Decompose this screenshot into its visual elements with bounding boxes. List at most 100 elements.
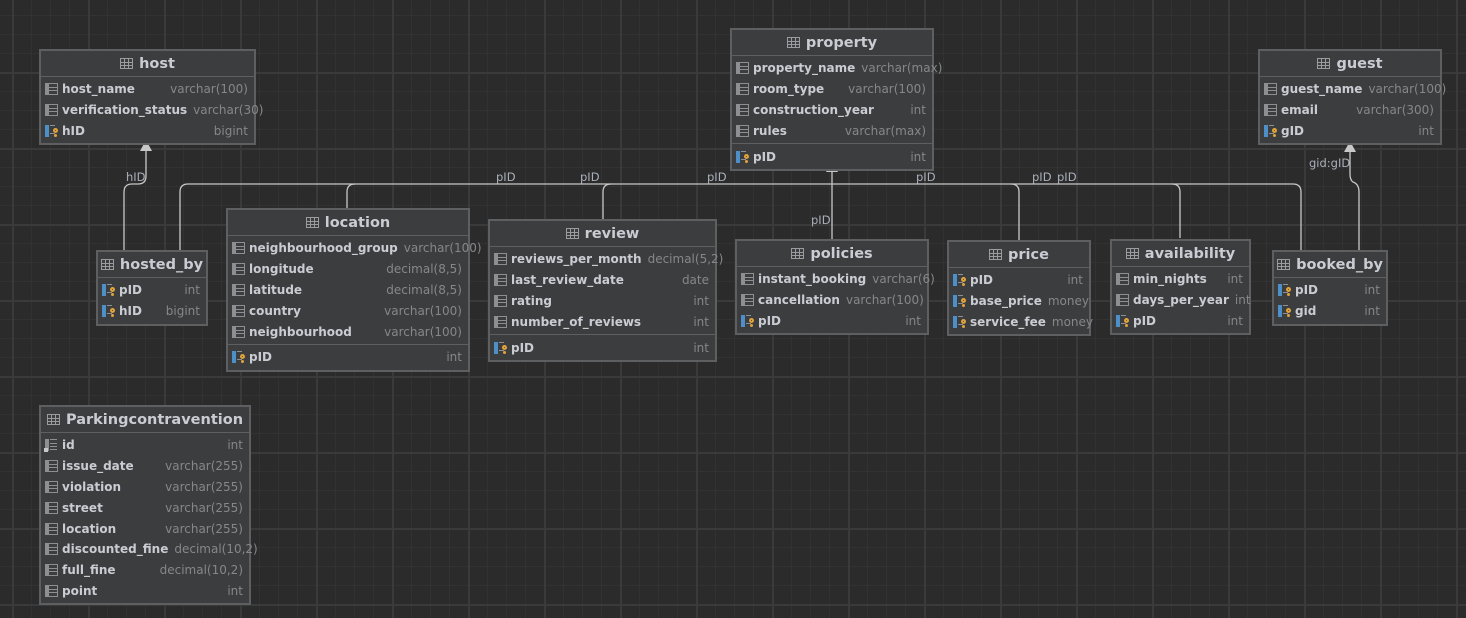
foreign-key-icon	[102, 305, 115, 318]
column-icon	[1264, 104, 1277, 117]
column-icon	[45, 522, 58, 535]
table-header[interactable]: property	[732, 30, 932, 56]
arrow-guest	[1344, 141, 1356, 152]
column-icon	[45, 104, 58, 117]
column-icon	[736, 83, 749, 96]
index-icon	[44, 439, 58, 453]
column-icon	[232, 283, 245, 296]
table-header[interactable]: location	[228, 210, 468, 236]
table-header[interactable]: availability	[1112, 241, 1249, 267]
column-icon	[45, 584, 58, 597]
table-header[interactable]: review	[490, 221, 715, 247]
foreign-key-icon	[1278, 284, 1291, 297]
column-icon	[232, 304, 245, 317]
table-header[interactable]: Parkingcontravention	[41, 407, 249, 433]
primary-key-icon	[1264, 124, 1277, 137]
table-header[interactable]: guest	[1260, 51, 1440, 77]
primary-key-icon	[736, 150, 749, 163]
column-icon	[741, 273, 754, 286]
column-icon	[232, 325, 245, 338]
table-icon	[46, 414, 60, 425]
link-label-pid-price: pID	[916, 170, 936, 184]
link-label-pid-booked-by: pID	[1057, 170, 1077, 184]
column-icon	[741, 294, 754, 307]
table-icon	[1277, 259, 1291, 270]
column-icon	[736, 124, 749, 137]
table-header[interactable]: policies	[737, 241, 927, 267]
arrow-host	[140, 140, 152, 151]
table-header[interactable]: host	[41, 51, 254, 77]
link-label-pid-location: pID	[580, 170, 600, 184]
primary-key-icon	[232, 351, 245, 364]
column-icon	[494, 253, 507, 266]
column-icon	[45, 564, 58, 577]
column-icon	[494, 274, 507, 287]
table-header[interactable]: hosted_by	[98, 252, 206, 278]
table-header[interactable]: price	[949, 242, 1089, 268]
table-title: availability	[1144, 245, 1236, 262]
column-icon	[736, 62, 749, 75]
primary-key-icon	[741, 314, 754, 327]
table-header[interactable]: booked_by	[1274, 252, 1386, 278]
column-icon	[232, 242, 245, 255]
table-title: property	[805, 34, 878, 51]
primary-key-icon	[1116, 314, 1129, 327]
primary-key-icon	[45, 124, 58, 137]
table-icon	[791, 248, 805, 259]
